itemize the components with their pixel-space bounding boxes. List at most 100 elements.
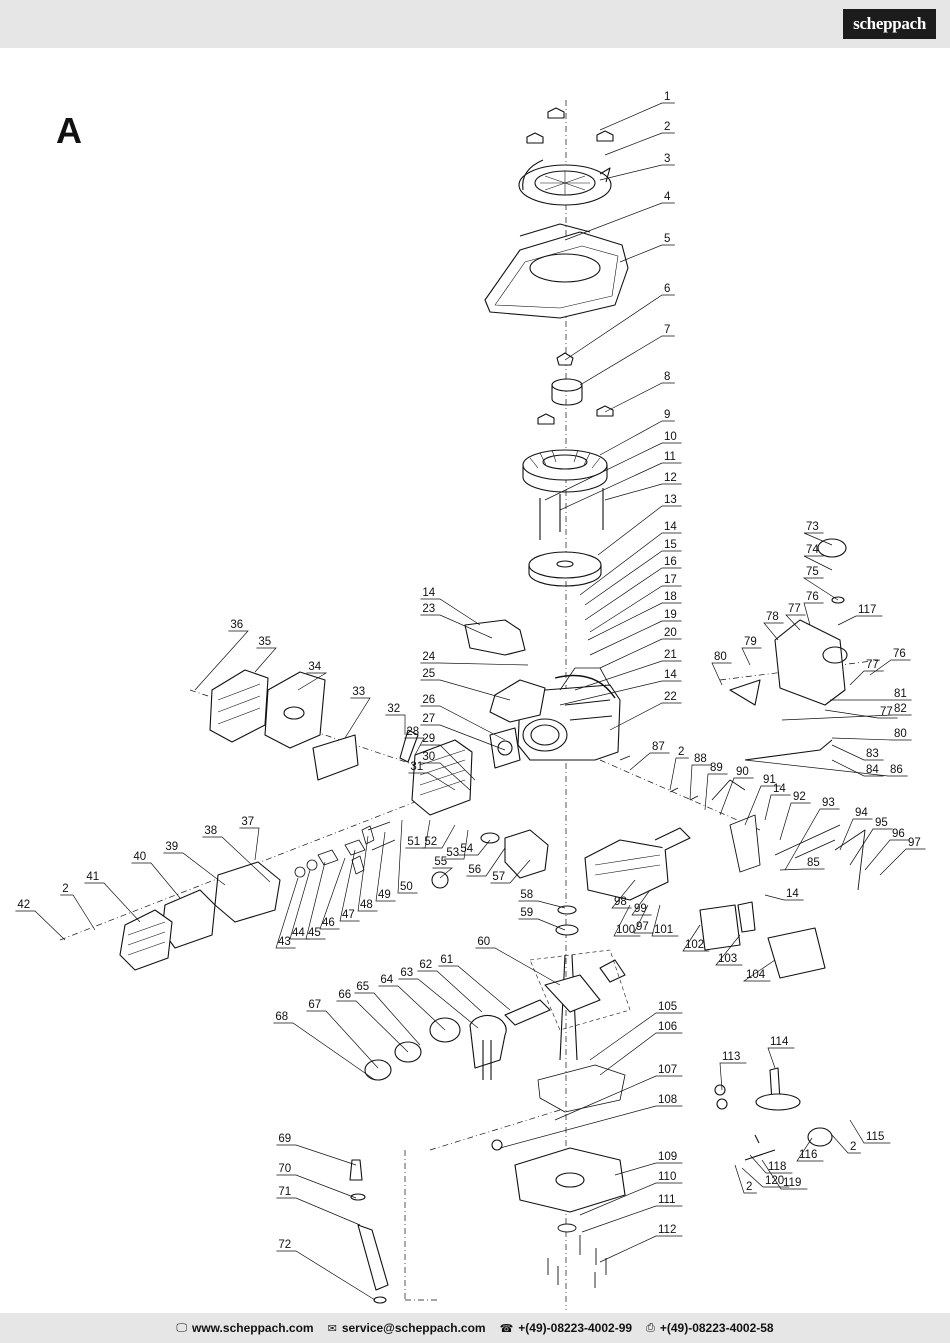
engine-parts-drawing [59,100,881,1310]
callout-leader [831,744,884,761]
telephone-icon: ☎ [499,1322,514,1335]
flywheel-plate-part [528,551,602,587]
callout-leader [837,615,883,626]
valve-cover-part [119,861,281,971]
callout-leader [276,1250,376,1301]
callout-number: 107 [658,1064,677,1076]
callout-number: 101 [654,924,673,936]
callout-number: 97 [908,837,921,849]
callout-number: 46 [322,917,335,929]
callout-number: 120 [765,1175,784,1187]
callout-number: 43 [278,936,291,948]
callout-leader [579,532,682,596]
callout-leader [802,577,839,601]
callout-leader [254,647,277,673]
callout-number: 55 [434,856,447,868]
callout-number: 30 [422,751,435,763]
callout-leader [559,462,682,511]
callout-leader [803,532,833,546]
callout-leader [597,505,682,556]
piston-and-rings-part [364,999,551,1081]
callout-number: 47 [342,909,355,921]
callout-number: 63 [400,967,413,979]
callout-number: 21 [664,649,677,661]
callout-number: 14 [773,783,786,795]
callout-number: 88 [694,753,707,765]
phone-text: +(49)-08223-4002-99 [518,1321,633,1335]
callout-number: 44 [292,927,305,939]
callout-number: 119 [783,1177,801,1189]
callout-number: 48 [360,899,373,911]
callout-number: 27 [422,713,435,725]
callout-leader [682,924,710,952]
callout-leader [420,598,481,626]
callout-leader [339,849,360,922]
callout-number: 117 [858,604,876,616]
callout-number: 72 [278,1239,291,1251]
callout-leader [734,1164,757,1194]
callout-number: 108 [658,1094,677,1106]
callout-leader [741,1167,790,1188]
callout-leader [599,420,675,456]
callout-number: 14 [786,888,799,900]
callout-number: 51 [407,836,420,848]
callout-leader [711,662,732,686]
callout-leader [864,839,910,871]
nut-and-cup-parts [526,107,614,425]
callout-number: 34 [308,661,321,673]
callout-number: 71 [278,1186,291,1198]
blower-housing-part [484,223,629,319]
callout-number: 111 [658,1194,675,1206]
callout-number: 93 [822,797,835,809]
stud-bolts [539,488,604,540]
carburetor-part [431,829,549,889]
callout-leader [420,662,529,666]
callout-number: 87 [652,741,665,753]
callout-number: 24 [422,651,435,663]
callout-number: 37 [241,816,254,828]
callout-number: 81 [894,688,907,700]
callout-leader [518,900,566,909]
callout-leader [669,757,689,791]
callout-number: 99 [634,903,647,915]
callout-number: 69 [278,1133,291,1145]
callout-leader [839,818,873,851]
callout-number: 70 [278,1163,291,1175]
callout-number: 106 [658,1021,677,1033]
email-contact[interactable]: ✉ service@scheppach.com [328,1321,486,1335]
callout-number: 19 [664,609,677,621]
callout-leader [559,680,682,706]
callout-leader [554,1075,683,1121]
callout-leader [273,1022,376,1081]
callout-number: 89 [710,762,723,774]
callout-leader [779,868,825,871]
callout-leader [420,705,506,741]
footer-bar: 🖵 www.scheppach.com ✉ service@scheppach.… [0,1313,950,1343]
laptop-icon: 🖵 [176,1321,187,1334]
callout-number: 32 [387,703,400,715]
callout-number: 53 [446,847,459,859]
callout-number: 14 [422,587,435,599]
callout-number: 80 [894,728,907,740]
callout-leader [306,1010,379,1069]
callout-number: 42 [17,899,30,911]
scheppach-logo: scheppach [843,9,936,39]
callout-number: 113 [722,1051,740,1063]
callout-number: 112 [658,1224,676,1236]
callout-leader [741,647,762,666]
callout-leader [163,852,226,886]
crankcase-block-part [517,667,621,761]
callout-leader [613,904,641,937]
website-text: www.scheppach.com [192,1321,314,1335]
cylinder-head-part [411,727,521,816]
callout-number: 58 [520,889,533,901]
callout-leader [420,679,511,701]
website-contact[interactable]: 🖵 www.scheppach.com [176,1321,313,1335]
flywheel-fan-part [522,449,608,493]
callout-leader [609,702,682,731]
callout-number: 92 [793,791,806,803]
callout-leader [831,737,912,741]
callout-leader [276,1144,357,1166]
callout-number: 77 [788,603,801,615]
header-bar: scheppach [0,0,950,48]
